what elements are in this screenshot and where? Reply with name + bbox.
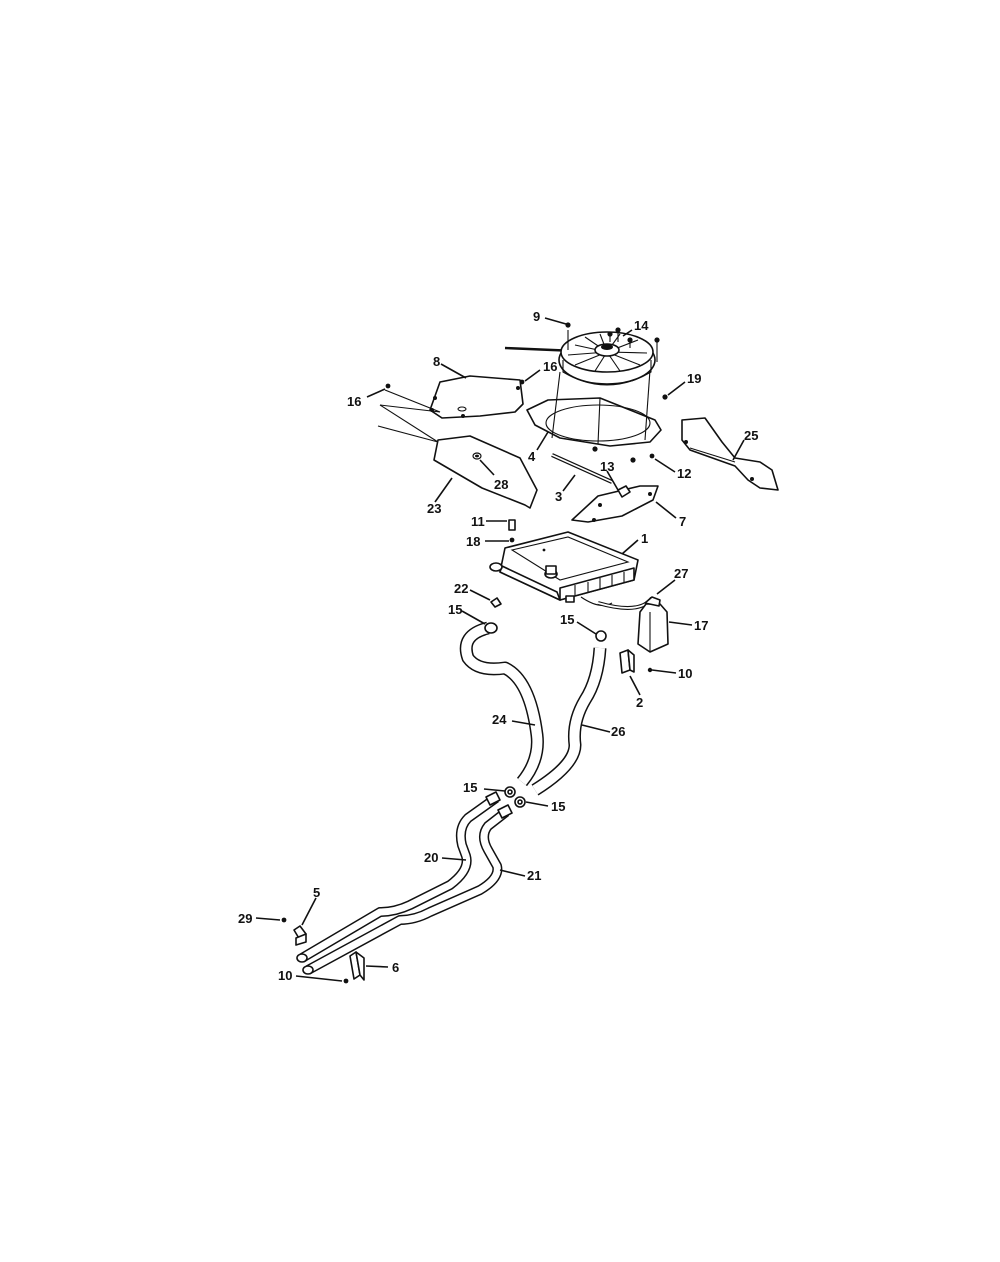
hose-clamps <box>504 786 526 808</box>
lower-left-shield <box>433 435 538 509</box>
callout-3: 3 <box>555 489 562 504</box>
rod <box>551 453 613 484</box>
cooling-fan <box>504 322 660 386</box>
callout-2: 2 <box>636 695 643 710</box>
callout-21: 21 <box>527 868 541 883</box>
coolant-reservoir <box>637 596 669 653</box>
callout-10: 10 <box>278 968 292 983</box>
lower-hose <box>531 630 607 796</box>
callout-22: 22 <box>454 581 468 596</box>
right-shield <box>571 485 659 523</box>
alignment-lines <box>377 389 441 443</box>
tube-mount-bracket <box>343 951 365 984</box>
callout-25: 25 <box>744 428 758 443</box>
leader-lines <box>255 317 745 982</box>
coolant-tube-upper <box>296 791 501 963</box>
side-bracket <box>681 417 779 491</box>
reservoir-bracket <box>619 649 653 674</box>
upper-left-shield <box>429 375 524 419</box>
callout-12: 12 <box>677 466 691 481</box>
fan-shroud <box>526 369 662 463</box>
radiator <box>489 531 639 606</box>
callout-4: 4 <box>528 449 536 464</box>
callout-15: 15 <box>463 780 477 795</box>
tube-clip <box>281 917 307 946</box>
callout-15: 15 <box>551 799 565 814</box>
callout-7: 7 <box>679 514 686 529</box>
callout-26: 26 <box>611 724 625 739</box>
callout-6: 6 <box>392 960 399 975</box>
callout-27: 27 <box>674 566 688 581</box>
callout-16: 16 <box>543 359 557 374</box>
callout-29: 29 <box>238 911 252 926</box>
callout-5: 5 <box>313 885 320 900</box>
callout-19: 19 <box>687 371 701 386</box>
callout-1: 1 <box>641 531 648 546</box>
upper-hose <box>459 621 544 787</box>
callout-18: 18 <box>466 534 480 549</box>
callout-13: 13 <box>600 459 614 474</box>
callout-labels: 9 14 8 16 16 19 25 4 12 28 3 13 23 7 11 … <box>238 309 758 983</box>
fasteners <box>490 394 668 608</box>
callout-28: 28 <box>494 477 508 492</box>
callout-23: 23 <box>427 501 441 516</box>
callout-24: 24 <box>492 712 507 727</box>
coolant-tube-lower <box>302 804 513 975</box>
callout-11: 11 <box>471 514 485 529</box>
callout-15: 15 <box>560 612 574 627</box>
callout-10: 10 <box>678 666 692 681</box>
callout-17: 17 <box>694 618 708 633</box>
callout-8: 8 <box>433 354 440 369</box>
callout-9: 9 <box>533 309 540 324</box>
callout-15: 15 <box>448 602 462 617</box>
callout-20: 20 <box>424 850 438 865</box>
callout-14: 14 <box>634 318 649 333</box>
callout-16: 16 <box>347 394 361 409</box>
small-fasteners <box>385 379 525 389</box>
